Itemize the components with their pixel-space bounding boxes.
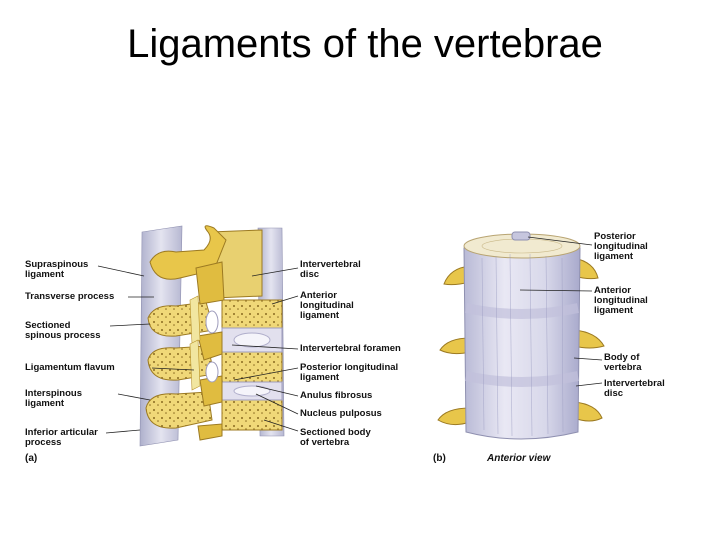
label-intervertebral-disc-a: Intervertebral disc [300,259,361,280]
label-sectioned-spinous-process: Sectioned spinous process [25,320,101,341]
panel-id-b: (b) [433,453,446,464]
label-posterior-longitudinal-ligament-b: Posterior longitudinal ligament [594,231,648,262]
panel-id-a: (a) [25,453,38,464]
label-anterior-longitudinal-ligament-b: Anterior longitudinal ligament [594,285,648,316]
slide-title: Ligaments of the vertebrae [127,22,603,66]
figure-b-artwork [437,231,605,440]
figure-b-leader-lines [519,236,603,387]
label-anterior-longitudinal-ligament-a: Anterior longitudinal ligament [300,290,354,321]
label-intervertebral-foramen: Intervertebral foramen [300,343,401,354]
label-interspinous-ligament: Interspinous ligament [25,388,83,409]
label-nucleus-pulposus: Nucleus pulposus [300,408,382,419]
label-anulus-fibrosus: Anulus fibrosus [300,390,373,401]
label-posterior-longitudinal-ligament-a: Posterior longitudinal ligament [300,362,399,383]
figure-a-artwork [139,225,285,447]
label-intervertebral-disc-b: Intervertebral disc [604,378,665,399]
label-ligamentum-flavum: Ligamentum flavum [25,362,115,373]
label-supraspinous-ligament: Supraspinous ligament [25,259,89,280]
label-inferior-articular-process: Inferior articular process [25,427,98,448]
label-body-of-vertebra: Body of vertebra [604,352,642,373]
label-sectioned-body-of-vertebra: Sectioned body of vertebra [300,427,371,448]
label-transverse-process: Transverse process [25,291,115,302]
caption-anterior-view: Anterior view [487,453,551,464]
figure-a-leader-lines [97,265,299,434]
